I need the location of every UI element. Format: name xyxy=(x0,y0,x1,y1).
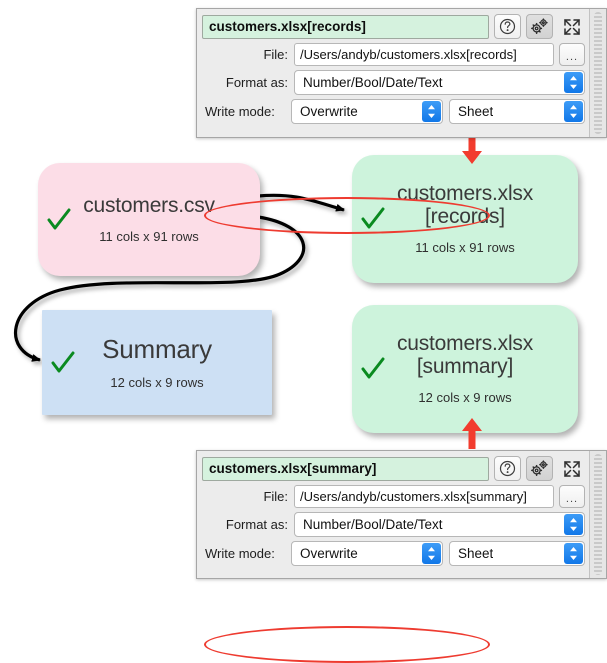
gears-icon xyxy=(531,18,548,34)
node-title-line1: customers.xlsx xyxy=(396,182,534,206)
file-row: File: /Users/andyb/customers.xlsx[record… xyxy=(202,43,585,66)
panel-title-field[interactable]: customers.xlsx[records] xyxy=(202,14,489,39)
format-label: Format as: xyxy=(225,75,288,90)
write-mode-select[interactable]: Overwrite xyxy=(291,99,443,124)
format-label: Format as: xyxy=(225,517,288,532)
help-button[interactable] xyxy=(494,14,521,39)
green-check-icon xyxy=(51,351,75,372)
node-customers-xlsx-records[interactable]: customers.xlsx [records] 11 cols x 91 ro… xyxy=(352,155,578,283)
node-summary[interactable]: Summary 12 cols x 9 rows xyxy=(42,310,272,415)
node-subtitle: 12 cols x 9 rows xyxy=(110,374,204,390)
settings-button[interactable] xyxy=(526,14,553,39)
node-customers-xlsx-summary[interactable]: customers.xlsx [summary] 12 cols x 9 row… xyxy=(352,305,578,433)
question-mark-circle-icon xyxy=(499,18,516,35)
format-select[interactable]: Number/Bool/Date/Text xyxy=(294,70,585,95)
red-arrow-panel-to-summary-icon xyxy=(462,418,482,449)
sheet-value: Sheet xyxy=(458,546,494,561)
format-row: Format as: Number/Bool/Date/Text xyxy=(202,70,585,95)
node-title: customers.csv xyxy=(83,194,215,218)
properties-panel-summary[interactable]: customers.xlsx[summary] xyxy=(196,450,607,663)
node-title-line2: [summary] xyxy=(416,355,514,378)
write-mode-value: Overwrite xyxy=(300,104,358,119)
file-input[interactable]: /Users/andyb/customers.xlsx[summary] xyxy=(294,485,554,508)
stepper-chevrons-icon[interactable] xyxy=(564,72,583,93)
format-select[interactable]: Number/Bool/Date/Text xyxy=(294,512,585,537)
green-check-icon xyxy=(361,357,385,379)
panel-title-row: customers.xlsx[records] xyxy=(202,14,585,39)
node-title-line2: [records] xyxy=(425,205,505,228)
edge-csv-to-records xyxy=(257,193,345,212)
expand-button[interactable] xyxy=(558,14,585,39)
panel-scrollbar[interactable] xyxy=(589,451,606,578)
file-label: File: xyxy=(263,47,288,62)
file-label: File: xyxy=(263,489,288,504)
write-mode-annotation-ellipse xyxy=(204,626,490,663)
sheet-select[interactable]: Sheet xyxy=(449,541,585,566)
green-check-icon xyxy=(361,207,385,229)
panel-title-row: customers.xlsx[summary] xyxy=(202,456,585,481)
format-value: Number/Bool/Date/Text xyxy=(303,75,443,90)
graph-canvas[interactable]: customers.csv 11 cols x 91 rows customer… xyxy=(0,0,607,579)
stepper-chevrons-icon[interactable] xyxy=(422,101,441,122)
expand-button[interactable] xyxy=(558,456,585,481)
node-subtitle: 12 cols x 9 rows xyxy=(418,389,512,405)
write-mode-row: Write mode: Overwrite Sheet xyxy=(202,99,585,234)
node-subtitle: 11 cols x 91 rows xyxy=(415,239,515,255)
expand-arrows-icon xyxy=(563,18,580,35)
browse-button[interactable]: ... xyxy=(559,43,585,66)
sheet-value: Sheet xyxy=(458,104,494,119)
node-customers-csv[interactable]: customers.csv 11 cols x 91 rows xyxy=(38,163,260,276)
properties-panel-records[interactable]: customers.xlsx[records] xyxy=(196,8,607,234)
red-arrow-panel-to-records-icon xyxy=(462,133,482,164)
write-mode-select[interactable]: Overwrite xyxy=(291,541,443,566)
question-mark-circle-icon xyxy=(499,460,516,477)
node-subtitle: 11 cols x 91 rows xyxy=(99,228,199,244)
file-row: File: /Users/andyb/customers.xlsx[summar… xyxy=(202,485,585,508)
panel-title-field[interactable]: customers.xlsx[summary] xyxy=(202,456,489,481)
gears-icon xyxy=(531,460,548,476)
node-title-line1: customers.xlsx xyxy=(396,332,534,356)
format-row: Format as: Number/Bool/Date/Text xyxy=(202,512,585,537)
settings-button[interactable] xyxy=(526,456,553,481)
stepper-chevrons-icon[interactable] xyxy=(564,514,583,535)
node-title: Summary xyxy=(102,334,212,365)
stepper-chevrons-icon[interactable] xyxy=(564,543,583,564)
panel-body: customers.xlsx[records] xyxy=(197,9,589,234)
panel-scrollbar[interactable] xyxy=(589,9,606,137)
expand-arrows-icon xyxy=(563,460,580,477)
browse-button[interactable]: ... xyxy=(559,485,585,508)
write-mode-row: Write mode: Overwrite Sheet xyxy=(202,541,585,663)
write-mode-label: Write mode: xyxy=(205,104,275,119)
green-check-icon xyxy=(47,208,71,229)
format-value: Number/Bool/Date/Text xyxy=(303,517,443,532)
file-input[interactable]: /Users/andyb/customers.xlsx[records] xyxy=(294,43,554,66)
sheet-select[interactable]: Sheet xyxy=(449,99,585,124)
stepper-chevrons-icon[interactable] xyxy=(564,101,583,122)
panel-body: customers.xlsx[summary] xyxy=(197,451,589,663)
stepper-chevrons-icon[interactable] xyxy=(422,543,441,564)
help-button[interactable] xyxy=(494,456,521,481)
write-mode-label: Write mode: xyxy=(205,546,275,561)
write-mode-value: Overwrite xyxy=(300,546,358,561)
